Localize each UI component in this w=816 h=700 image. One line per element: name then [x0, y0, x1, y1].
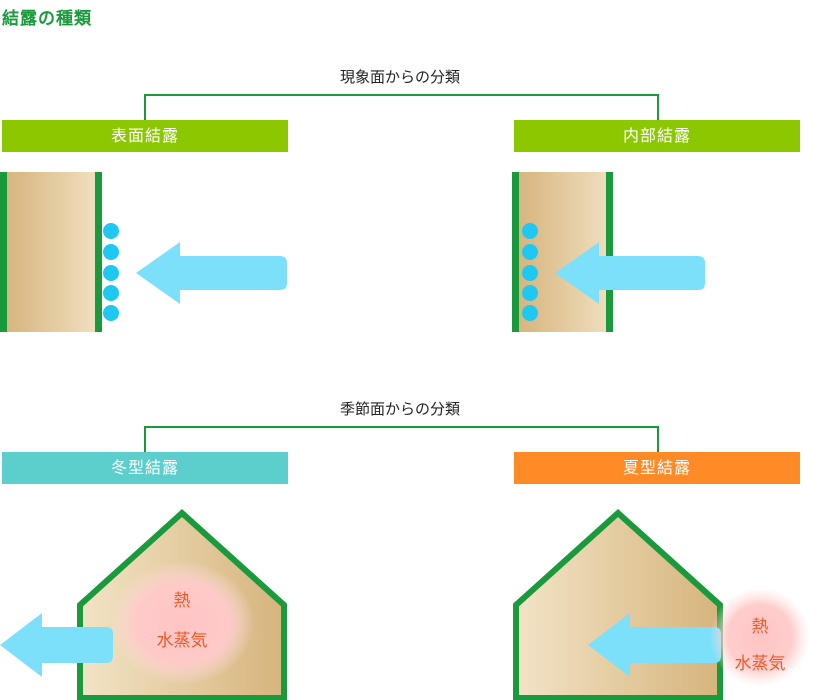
- house-outline: [513, 508, 723, 700]
- vapor-arrow-left: [555, 242, 705, 304]
- surface-condensation-bar: 表面結露: [2, 120, 288, 152]
- summer-condensation-bar: 夏型結露: [514, 452, 800, 484]
- wall-left-edge: [0, 172, 7, 332]
- page-title: 結露の種類: [2, 9, 92, 29]
- vapor-arrow-inward: [588, 613, 721, 677]
- internal-condensation-bar: 内部結露: [514, 120, 800, 152]
- vapor-arrow-outward: [0, 613, 113, 677]
- phenomenon-bracket: [144, 94, 659, 120]
- wall-right-edge: [606, 172, 613, 332]
- droplet: [103, 244, 119, 260]
- droplet: [103, 285, 119, 301]
- droplet: [522, 305, 538, 321]
- surface-condensation-figure: [0, 172, 287, 332]
- droplet: [103, 305, 119, 321]
- droplet: [522, 223, 538, 239]
- season-bracket: [144, 426, 659, 452]
- wall-section: [4, 172, 98, 332]
- droplet: [522, 244, 538, 260]
- season-group-label: 季節面からの分類: [339, 400, 460, 418]
- winter-heat-label: 熱: [173, 591, 191, 611]
- summer-heat-label: 熱: [751, 617, 769, 637]
- droplet: [103, 265, 119, 281]
- phenomenon-group-label: 現象面からの分類: [339, 68, 460, 86]
- heat-glow: [110, 561, 254, 685]
- summer-house-figure: [513, 508, 810, 700]
- heat-glow: [710, 587, 810, 687]
- condensation-droplets: [103, 223, 119, 321]
- summer-vapor-label: 水蒸気: [734, 654, 786, 674]
- droplet: [522, 285, 538, 301]
- wall-right-edge: [95, 172, 102, 332]
- vapor-arrow-left: [136, 242, 287, 304]
- winter-house-figure: [0, 508, 287, 700]
- winter-condensation-bar: 冬型結露: [2, 452, 288, 484]
- droplet: [103, 223, 119, 239]
- wall-left-edge: [512, 172, 519, 332]
- droplet: [522, 265, 538, 281]
- winter-vapor-label: 水蒸気: [156, 631, 208, 651]
- condensation-droplets: [522, 223, 538, 321]
- internal-condensation-figure: [512, 172, 705, 332]
